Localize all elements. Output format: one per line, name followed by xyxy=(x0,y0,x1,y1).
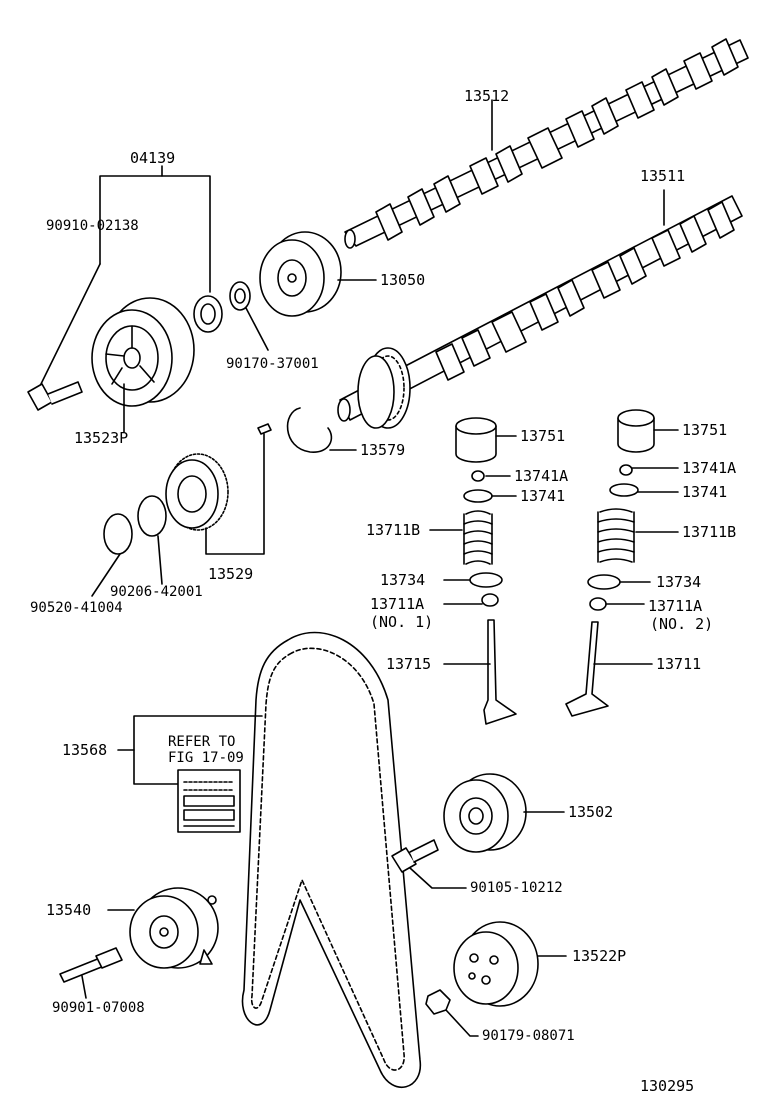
label-90179-08071[interactable]: 90179-08071 xyxy=(482,1028,575,1044)
pulley-13523P[interactable] xyxy=(91,297,195,407)
seal-90910-02138[interactable] xyxy=(193,295,223,333)
label-13734-no1[interactable]: 13734 xyxy=(380,571,426,589)
label-90901-07008[interactable]: 90901-07008 xyxy=(52,1000,145,1016)
tensioner-13540[interactable] xyxy=(129,887,219,969)
label-90170-37001[interactable]: 90170-37001 xyxy=(226,356,319,372)
valve-train-no2[interactable] xyxy=(565,409,655,717)
label-13734-no2[interactable]: 13734 xyxy=(656,573,702,591)
gear-13529[interactable] xyxy=(165,453,229,531)
refer-line-1[interactable]: REFER TO xyxy=(168,734,236,750)
label-no1: (NO. 1) xyxy=(370,613,434,631)
pulley-13522P[interactable] xyxy=(453,921,539,1007)
camshaft-13511[interactable] xyxy=(337,195,743,429)
label-13050[interactable]: 13050 xyxy=(380,271,426,289)
label-no2: (NO. 2) xyxy=(650,615,714,633)
bracket-04139 xyxy=(99,175,211,293)
label-13741-no1[interactable]: 13741 xyxy=(520,487,566,505)
label-13741A-no2[interactable]: 13741A xyxy=(682,459,737,477)
ring-90520-41004[interactable] xyxy=(103,513,133,555)
refer-line-2[interactable]: FIG 17-09 xyxy=(168,750,244,766)
valve-train-no1[interactable] xyxy=(455,417,517,725)
reference-card xyxy=(177,769,241,833)
bolt-90901-07008[interactable] xyxy=(59,947,123,983)
timing-belt-13568[interactable] xyxy=(241,631,421,1089)
label-13579[interactable]: 13579 xyxy=(360,441,406,459)
label-90520-41004[interactable]: 90520-41004 xyxy=(30,600,123,616)
label-13711A-no1[interactable]: 13711A xyxy=(370,595,425,613)
label-90105-10212[interactable]: 90105-10212 xyxy=(470,880,563,896)
label-13522P[interactable]: 13522P xyxy=(572,947,627,965)
label-13568[interactable]: 13568 xyxy=(62,741,108,759)
label-04139[interactable]: 04139 xyxy=(130,149,176,167)
label-90206-42001[interactable]: 90206-42001 xyxy=(110,584,203,600)
idler-13502[interactable] xyxy=(443,773,527,853)
label-13711B-no1[interactable]: 13711B xyxy=(366,521,421,539)
label-13523P[interactable]: 13523P xyxy=(74,429,129,447)
phaser-13050[interactable] xyxy=(259,231,342,317)
label-13540[interactable]: 13540 xyxy=(46,901,92,919)
bolt-13523P[interactable] xyxy=(27,381,83,411)
label-13502[interactable]: 13502 xyxy=(568,803,614,821)
label-13711B-no2[interactable]: 13711B xyxy=(682,523,737,541)
label-13751-no1[interactable]: 13751 xyxy=(520,427,566,445)
label-13741-no2[interactable]: 13741 xyxy=(682,483,728,501)
label-13511[interactable]: 13511 xyxy=(640,167,686,185)
label-13711A-no2[interactable]: 13711A xyxy=(648,597,703,615)
washer-90170-37001[interactable] xyxy=(229,281,251,311)
label-13751-no2[interactable]: 13751 xyxy=(682,421,728,439)
camshaft-13512[interactable] xyxy=(344,38,749,249)
label-13741A-no1[interactable]: 13741A xyxy=(514,467,569,485)
label-13529[interactable]: 13529 xyxy=(208,565,254,583)
label-13512[interactable]: 13512 xyxy=(464,87,510,105)
label-13715[interactable]: 13715 xyxy=(386,655,432,673)
ring-90206-42001[interactable] xyxy=(137,495,167,537)
bolt-90105-10212[interactable] xyxy=(391,839,439,873)
label-90910-02138[interactable]: 90910-02138 xyxy=(46,218,139,234)
figure-number: 130295 xyxy=(640,1077,695,1095)
label-13711[interactable]: 13711 xyxy=(656,655,702,673)
pin[interactable] xyxy=(257,423,272,435)
snap-ring-13579[interactable] xyxy=(286,407,333,453)
